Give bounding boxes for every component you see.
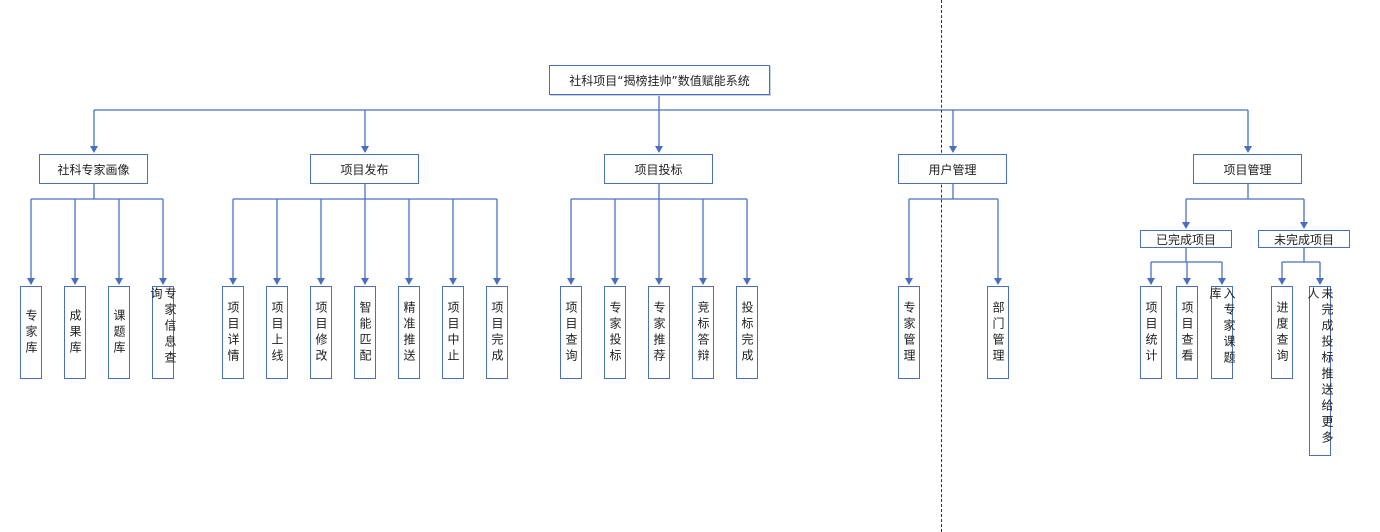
leaf-expert-bid: 专家投标 xyxy=(604,286,626,379)
leaf-push-uncompleted-bids: 未完成投标推送给更多人 xyxy=(1306,286,1334,456)
leaf-expert-management: 专家管理 xyxy=(898,286,920,379)
leaf-project-view: 项目查看 xyxy=(1176,286,1198,379)
group-completed-projects: 已完成项目 xyxy=(1140,230,1232,248)
leaf-bid-complete: 投标完成 xyxy=(736,286,758,379)
leaf-progress-query: 进度查询 xyxy=(1271,286,1293,379)
leaf-department-management: 部门管理 xyxy=(987,286,1009,379)
leaf-expert-info-query: 专家信息查询 xyxy=(149,286,177,379)
leaf-expert-recommend: 专家推荐 xyxy=(648,286,670,379)
leaf-precise-push: 精准推送 xyxy=(398,286,420,379)
leaf-project-suspend: 项目中止 xyxy=(442,286,464,379)
leaf-project-complete: 项目完成 xyxy=(486,286,508,379)
module-expert-profile: 社科专家画像 xyxy=(39,154,148,184)
leaf-topic-library: 课题库 xyxy=(108,286,130,379)
leaf-project-query: 项目查询 xyxy=(560,286,582,379)
module-project-bidding: 项目投标 xyxy=(604,154,713,184)
root-system-title: 社科项目“揭榜挂帅”数值赋能系统 xyxy=(549,65,770,95)
leaf-achievement-library: 成果库 xyxy=(64,286,86,379)
leaf-project-statistics: 项目统计 xyxy=(1140,286,1162,379)
leaf-bid-defense: 竞标答辩 xyxy=(692,286,714,379)
dashed-divider-line xyxy=(941,0,942,532)
leaf-project-modify: 项目修改 xyxy=(310,286,332,379)
module-user-management: 用户管理 xyxy=(898,154,1007,184)
leaf-project-details: 项目详情 xyxy=(222,286,244,379)
group-uncompleted-projects: 未完成项目 xyxy=(1258,230,1350,248)
leaf-project-online: 项目上线 xyxy=(266,286,288,379)
leaf-enter-expert-topic-library: 入专家课题库 xyxy=(1208,286,1236,379)
module-project-management: 项目管理 xyxy=(1193,154,1302,184)
module-project-release: 项目发布 xyxy=(310,154,419,184)
leaf-smart-match: 智能匹配 xyxy=(354,286,376,379)
leaf-expert-library: 专家库 xyxy=(20,286,42,379)
